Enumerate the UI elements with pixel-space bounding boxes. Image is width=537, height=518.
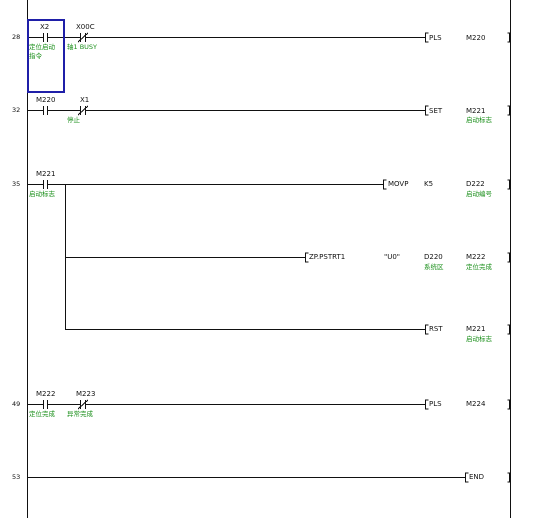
- contact-m220[interactable]: M220: [27, 96, 80, 115]
- contact-comment-line1: 轴1 BUSY: [67, 42, 97, 51]
- contact-device-label: X2: [40, 23, 49, 31]
- instruction-label: ZP.PSTRT1: [309, 253, 345, 261]
- operand-label: K5: [424, 180, 433, 188]
- contact-x2[interactable]: X2 定位启动 指令: [27, 23, 80, 60]
- instruction-label: END: [469, 473, 484, 481]
- contact-comment-line2: 指令: [29, 51, 43, 60]
- contact-comment-line1: 异常完成: [67, 409, 94, 418]
- contact-x00c[interactable]: X00C 轴1 BUSY: [67, 23, 425, 51]
- output-zp-pstrt1[interactable]: ZP.PSTRT1 "U0" D220 系统区 M222 定位完成: [305, 252, 510, 271]
- rung-28[interactable]: 28 X2 定位启动 指令 X00C 轴1 BUSY PLS M220: [12, 19, 510, 93]
- selection-cursor: [27, 19, 65, 93]
- output-rst-m221[interactable]: RST M221 启动标志: [425, 324, 510, 343]
- instruction-label: MOVP: [388, 180, 408, 188]
- instruction-label: PLS: [429, 34, 442, 42]
- operand-comment: 定位完成: [466, 262, 493, 271]
- contact-m221[interactable]: M221 启动标志: [27, 170, 383, 198]
- rung-32[interactable]: 32 M220 X1 停止 SET M221 启动标志: [12, 96, 510, 124]
- contact-device-label: X1: [80, 96, 89, 104]
- contact-x1[interactable]: X1 停止: [67, 96, 425, 124]
- operand-label: D220: [424, 253, 443, 261]
- rung-53[interactable]: 53 END: [12, 472, 510, 483]
- operand-label: M221: [466, 325, 485, 333]
- step-number: 28: [12, 33, 20, 41]
- step-number: 49: [12, 400, 20, 408]
- output-pls-m220[interactable]: PLS M220: [425, 32, 510, 43]
- output-end[interactable]: END: [465, 472, 510, 483]
- contact-device-label: M223: [76, 390, 95, 398]
- operand-label: M221: [466, 107, 485, 115]
- operand-label: D222: [466, 180, 485, 188]
- step-number: 32: [12, 106, 20, 114]
- instruction-label: RST: [429, 325, 443, 333]
- contact-m223[interactable]: M223 异常完成: [67, 390, 425, 418]
- instruction-label: PLS: [429, 400, 442, 408]
- contact-device-label: M220: [36, 96, 55, 104]
- contact-device-label: M221: [36, 170, 55, 178]
- rung-49[interactable]: 49 M222 定位完成 M223 异常完成 PLS M224: [12, 390, 510, 418]
- contact-comment-line1: 启动标志: [29, 189, 56, 198]
- contact-comment-line1: 停止: [67, 115, 81, 124]
- contact-device-label: M222: [36, 390, 55, 398]
- step-number: 53: [12, 473, 20, 481]
- output-movp[interactable]: MOVP K5 D222 启动编号: [383, 179, 510, 198]
- contact-m222[interactable]: M222 定位完成: [27, 390, 80, 418]
- operand-label: M222: [466, 253, 485, 261]
- operand-comment: 系统区: [424, 262, 444, 271]
- rung-35[interactable]: 35 M221 启动标志 MOVP K5 D222 启动编号 ZP.PSTRT1: [12, 170, 510, 343]
- step-number: 35: [12, 180, 20, 188]
- operand-label: M220: [466, 34, 485, 42]
- operand-comment: 启动标志: [466, 334, 493, 343]
- output-set-m221[interactable]: SET M221 启动标志: [425, 105, 510, 124]
- operand-comment: 启动编号: [466, 189, 493, 198]
- contact-comment-line1: 定位完成: [29, 409, 56, 418]
- operand-comment: 启动标志: [466, 115, 493, 124]
- operand-label: "U0": [384, 253, 400, 261]
- output-pls-m224[interactable]: PLS M224: [425, 399, 510, 410]
- instruction-label: SET: [429, 107, 443, 115]
- contact-device-label: X00C: [76, 23, 95, 31]
- contact-comment-line1: 定位启动: [29, 42, 56, 51]
- operand-label: M224: [466, 400, 486, 408]
